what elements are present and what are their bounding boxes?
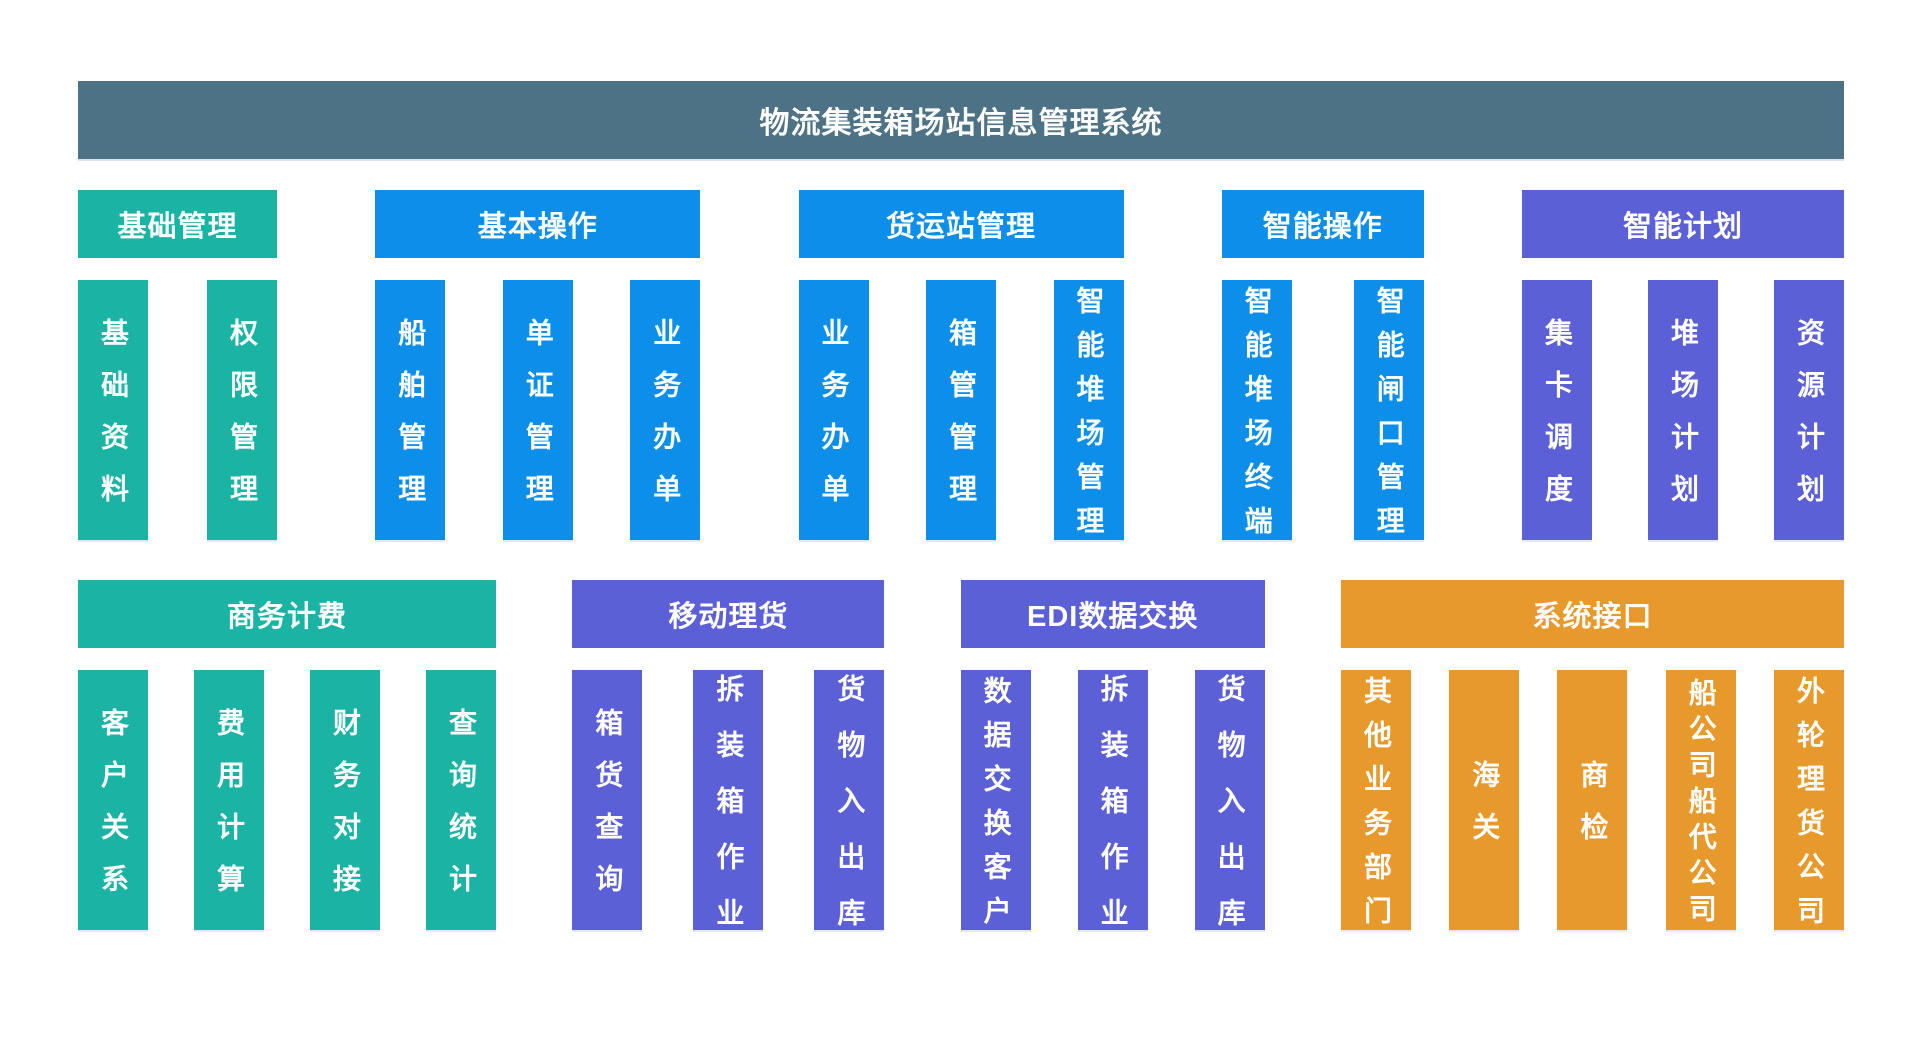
module-item: 智能堆场终端 bbox=[1221, 280, 1292, 550]
group-header-intelligent-operations: 智能操作 bbox=[1221, 190, 1424, 258]
group-columns: 基础资料 权限管理 bbox=[78, 280, 277, 540]
module-row-2: 商务计费 客户关系 费用计算 财务对接 查询统计 移动理货 箱货查询 拆装箱作业… bbox=[78, 580, 1844, 954]
group-columns: 箱货查询 拆装箱作业 货物入出库 bbox=[572, 670, 885, 954]
module-item: 商检 bbox=[1557, 670, 1628, 930]
module-item: 海关 bbox=[1449, 670, 1520, 930]
module-item-label: 其他业务部门 bbox=[1360, 676, 1392, 940]
module-item: 堆场计划 bbox=[1648, 280, 1718, 540]
module-item-label: 智能堆场管理 bbox=[1073, 286, 1105, 550]
module-item: 船公司船代公司 bbox=[1665, 670, 1736, 930]
module-item-label: 基础资料 bbox=[98, 318, 129, 526]
module-item-label: 客户关系 bbox=[98, 708, 129, 916]
module-item: 智能堆场管理 bbox=[1053, 280, 1124, 550]
module-item-label: 业务办单 bbox=[818, 318, 850, 526]
group-columns: 集卡调度 堆场计划 资源计划 bbox=[1522, 280, 1844, 540]
module-item-label: 资源计划 bbox=[1794, 318, 1825, 526]
module-item: 货物入出库 bbox=[814, 670, 885, 954]
module-item-label: 货物入出库 bbox=[1214, 674, 1246, 954]
group-intelligent-operations: 智能操作 智能堆场终端 智能闸口管理 bbox=[1221, 190, 1424, 550]
module-item: 业务办单 bbox=[630, 280, 701, 540]
module-item-label: 箱货查询 bbox=[592, 708, 624, 916]
module-item: 拆装箱作业 bbox=[1077, 670, 1148, 954]
module-item-label: 海关 bbox=[1469, 760, 1501, 864]
group-columns: 其他业务部门 海关 商检 船公司船代公司 外轮理货公司 bbox=[1340, 670, 1844, 940]
group-header-system-interface: 系统接口 bbox=[1340, 580, 1844, 648]
module-item: 智能闸口管理 bbox=[1353, 280, 1424, 550]
module-item-label: 单证管理 bbox=[522, 318, 554, 526]
group-intelligent-planning: 智能计划 集卡调度 堆场计划 资源计划 bbox=[1522, 190, 1844, 540]
module-item-label: 业务办单 bbox=[650, 318, 682, 526]
group-basic-management: 基础管理 基础资料 权限管理 bbox=[78, 190, 277, 540]
module-item-label: 商检 bbox=[1577, 760, 1609, 864]
module-item-label: 船舶管理 bbox=[395, 318, 427, 526]
module-item-label: 智能堆场终端 bbox=[1241, 286, 1273, 550]
group-business-billing: 商务计费 客户关系 费用计算 财务对接 查询统计 bbox=[78, 580, 496, 930]
module-row-1: 基础管理 基础资料 权限管理 基本操作 船舶管理 单证管理 业务办单 货运站管理… bbox=[78, 190, 1844, 550]
group-header-basic-operations: 基本操作 bbox=[375, 190, 701, 258]
group-columns: 数据交换客户 拆装箱作业 货物入出库 bbox=[960, 670, 1265, 954]
module-item: 箱货查询 bbox=[572, 670, 643, 930]
module-item: 箱管管理 bbox=[926, 280, 996, 540]
group-header-intelligent-planning: 智能计划 bbox=[1522, 190, 1844, 258]
module-item-label: 船公司船代公司 bbox=[1685, 678, 1717, 930]
group-mobile-tally: 移动理货 箱货查询 拆装箱作业 货物入出库 bbox=[572, 580, 885, 954]
module-item: 集卡调度 bbox=[1522, 280, 1592, 540]
module-item: 其他业务部门 bbox=[1340, 670, 1411, 940]
group-system-interface: 系统接口 其他业务部门 海关 商检 船公司船代公司 外轮理货公司 bbox=[1340, 580, 1844, 940]
group-columns: 客户关系 费用计算 财务对接 查询统计 bbox=[78, 670, 496, 930]
module-item-label: 外轮理货公司 bbox=[1793, 676, 1825, 940]
module-item: 费用计算 bbox=[194, 670, 264, 930]
module-item-label: 箱管管理 bbox=[946, 318, 977, 526]
group-header-basic-management: 基础管理 bbox=[78, 190, 277, 258]
module-item-label: 费用计算 bbox=[214, 708, 245, 916]
group-columns: 业务办单 箱管管理 智能堆场管理 bbox=[798, 280, 1124, 550]
module-item-label: 智能闸口管理 bbox=[1373, 286, 1405, 550]
module-item-label: 财务对接 bbox=[330, 708, 361, 916]
module-item-label: 集卡调度 bbox=[1542, 318, 1573, 526]
module-item-label: 数据交换客户 bbox=[980, 676, 1012, 940]
module-item: 查询统计 bbox=[426, 670, 496, 930]
group-freight-station-management: 货运站管理 业务办单 箱管管理 智能堆场管理 bbox=[798, 190, 1124, 550]
module-item-label: 堆场计划 bbox=[1668, 318, 1699, 526]
module-item-label: 权限管理 bbox=[227, 318, 258, 526]
module-item-label: 货物入出库 bbox=[834, 674, 866, 954]
module-item: 业务办单 bbox=[798, 280, 869, 540]
group-header-edi-data-exchange: EDI数据交换 bbox=[960, 580, 1265, 648]
module-item: 船舶管理 bbox=[375, 280, 446, 540]
group-header-business-billing: 商务计费 bbox=[78, 580, 496, 648]
page-title: 物流集装箱场站信息管理系统 bbox=[78, 81, 1844, 159]
group-basic-operations: 基本操作 船舶管理 单证管理 业务办单 bbox=[375, 190, 701, 540]
group-header-freight-station-management: 货运站管理 bbox=[798, 190, 1124, 258]
module-item: 数据交换客户 bbox=[960, 670, 1031, 940]
system-architecture-diagram: 物流集装箱场站信息管理系统 基础管理 基础资料 权限管理 基本操作 船舶管理 单… bbox=[78, 0, 1844, 954]
module-item: 权限管理 bbox=[207, 280, 277, 540]
module-item: 客户关系 bbox=[78, 670, 148, 930]
module-item: 货物入出库 bbox=[1194, 670, 1265, 954]
module-item-label: 查询统计 bbox=[446, 708, 477, 916]
module-item-label: 拆装箱作业 bbox=[1097, 674, 1129, 954]
module-item-label: 拆装箱作业 bbox=[713, 674, 745, 954]
group-edi-data-exchange: EDI数据交换 数据交换客户 拆装箱作业 货物入出库 bbox=[960, 580, 1265, 954]
group-columns: 船舶管理 单证管理 业务办单 bbox=[375, 280, 701, 540]
module-item: 外轮理货公司 bbox=[1773, 670, 1844, 940]
module-item: 拆装箱作业 bbox=[693, 670, 764, 954]
module-item: 单证管理 bbox=[502, 280, 573, 540]
group-header-mobile-tally: 移动理货 bbox=[572, 580, 885, 648]
module-item: 基础资料 bbox=[78, 280, 148, 540]
module-item: 财务对接 bbox=[310, 670, 380, 930]
module-item: 资源计划 bbox=[1774, 280, 1844, 540]
group-columns: 智能堆场终端 智能闸口管理 bbox=[1221, 280, 1424, 550]
